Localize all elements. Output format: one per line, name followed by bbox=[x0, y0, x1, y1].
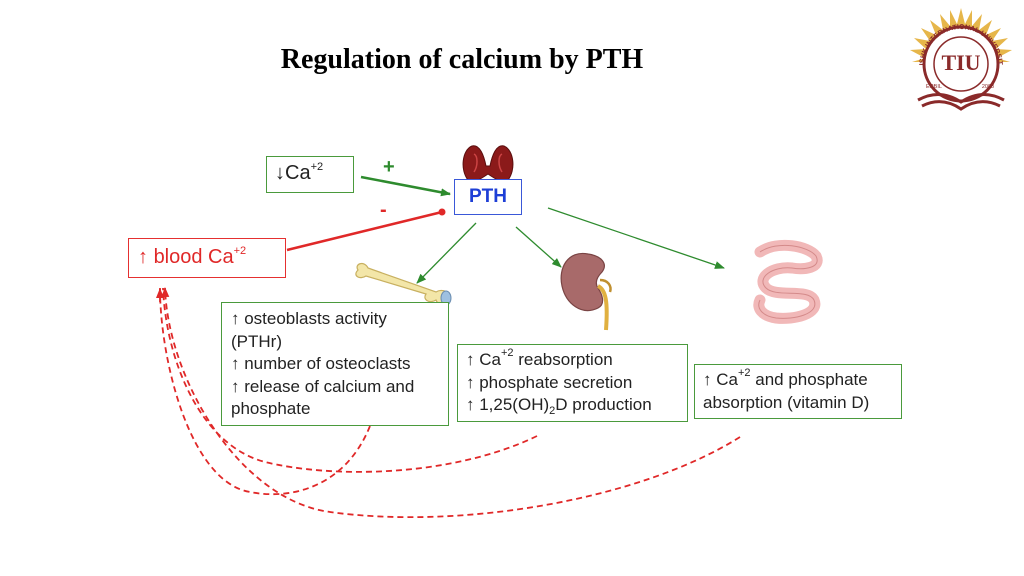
pth-to-kidney-arrow bbox=[515, 226, 562, 268]
bone-effects-box: ↑ osteoblasts activity (PTHr) ↑ number o… bbox=[221, 302, 449, 426]
thyroid-gland-icon bbox=[462, 145, 514, 182]
intestine-icon bbox=[753, 239, 823, 324]
pth-to-intestine-arrow bbox=[547, 207, 725, 269]
bone-effect-line: (PTHr) bbox=[231, 331, 282, 351]
kidney-effect-line: ↑ phosphate secretion bbox=[466, 372, 633, 392]
feedback-intestine-dashed bbox=[161, 287, 741, 519]
low-calcium-box: ↓Ca+2 bbox=[266, 156, 354, 193]
university-logo: TISHK INTERNATIONAL UNIVERSITY TIU ERBIL… bbox=[900, 4, 1012, 111]
feedback-kidney-dashed bbox=[162, 287, 538, 473]
logo-year: 2008 bbox=[982, 84, 994, 90]
kidney-effect-line: ↑ Ca+2 reabsorption bbox=[466, 347, 613, 370]
open-book-icon bbox=[917, 93, 1005, 111]
logo-city: ERBIL bbox=[926, 84, 942, 90]
inhibit-sign: - bbox=[380, 199, 387, 221]
intestine-effect-line: absorption (vitamin D) bbox=[703, 392, 870, 412]
feedback-bone-dashed bbox=[159, 287, 371, 496]
bone-effect-line: phosphate bbox=[231, 399, 311, 418]
bone-effect-line: ↑ number of osteoclasts bbox=[231, 354, 411, 373]
kidney-effects-box: ↑ Ca+2 reabsorption ↑ phosphate secretio… bbox=[457, 344, 688, 422]
kidney-icon bbox=[560, 252, 612, 331]
kidney-effect-line: ↑ 1,25(OH)2D production bbox=[466, 395, 652, 417]
inhibit-line bbox=[286, 208, 446, 252]
intestine-effects-box: ↑ Ca+2 and phosphate absorption (vitamin… bbox=[694, 364, 902, 419]
bone-effect-line: ↑ release of calcium and bbox=[231, 376, 415, 396]
stimulate-sign: + bbox=[383, 156, 395, 178]
page-title: Regulation of calcium by PTH bbox=[280, 44, 644, 75]
bone-effect-line: ↑ osteoblasts activity bbox=[231, 309, 387, 328]
logo-monogram: TIU bbox=[941, 50, 980, 75]
pth-to-bone-arrow bbox=[416, 222, 477, 284]
high-blood-calcium-box: ↑ blood Ca+2 bbox=[128, 238, 286, 278]
stimulate-arrow bbox=[360, 175, 451, 197]
pth-box: PTH bbox=[454, 179, 522, 215]
intestine-effect-line: ↑ Ca+2 and phosphate bbox=[703, 367, 868, 390]
